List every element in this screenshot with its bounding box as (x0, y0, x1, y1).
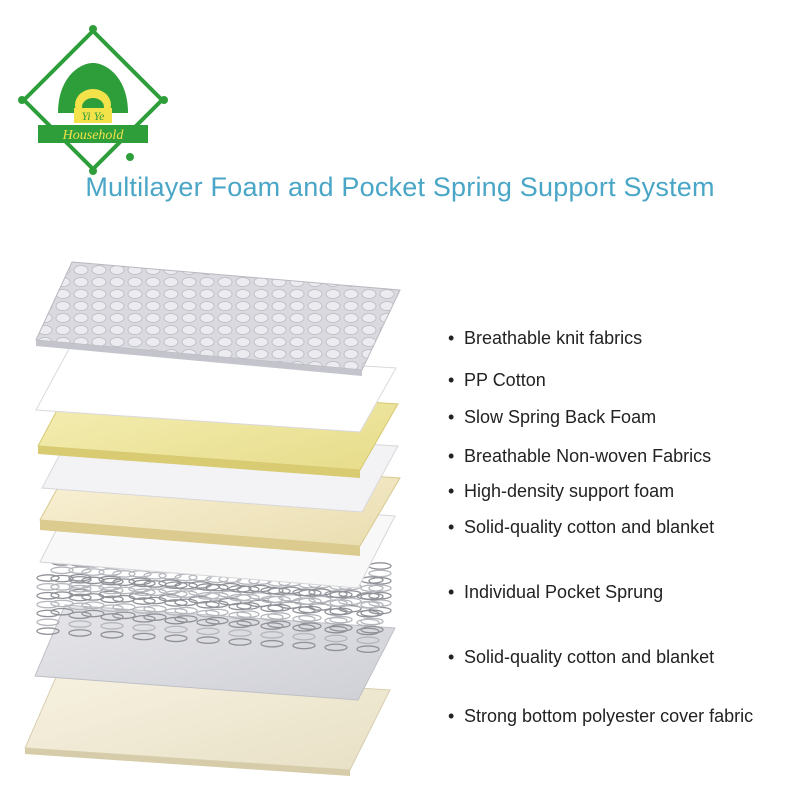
label-pp-cotton: •PP Cotton (448, 370, 546, 390)
spring-coil (100, 577, 124, 639)
label-high-density-support-foam: •High-density support foam (448, 481, 675, 501)
logo-text-bottom: Household (62, 128, 125, 143)
label-slow-spring-back-foam: •Slow Spring Back Foam (448, 407, 657, 427)
brand-logo: Yi Ye Household (18, 25, 168, 175)
label-breathable-non-woven-fabrics: •Breathable Non-woven Fabrics (448, 446, 712, 466)
label-individual-pocket-sprung: •Individual Pocket Sprung (448, 582, 664, 602)
page-title: Multilayer Foam and Pocket Spring Suppor… (85, 172, 715, 202)
spring-coil (68, 575, 92, 637)
spring-coil (260, 586, 284, 648)
spring-coil (196, 583, 220, 644)
spring-coil (132, 579, 156, 641)
label-breathable-knit-fabrics: •Breathable knit fabrics (448, 328, 643, 348)
label-bottom-polyester-cover: •Strong bottom polyester cover fabric (448, 706, 754, 726)
spring-coil (360, 576, 384, 634)
mattress-layers-illustration (24, 261, 401, 776)
layer-knit-fabric (35, 261, 401, 376)
spring-coil (356, 592, 380, 653)
logo-text-top: Yi Ye (81, 109, 105, 123)
spring-coil (368, 562, 392, 615)
spring-coil (36, 574, 60, 635)
spring-coil (292, 588, 316, 650)
label-solid-quality-cotton-blanket-bottom: •Solid-quality cotton and blanket (448, 647, 715, 667)
spring-coil (324, 590, 348, 652)
spring-coil (164, 581, 188, 643)
spring-coil (228, 584, 252, 646)
label-solid-quality-cotton-blanket-top: •Solid-quality cotton and blanket (448, 517, 715, 537)
